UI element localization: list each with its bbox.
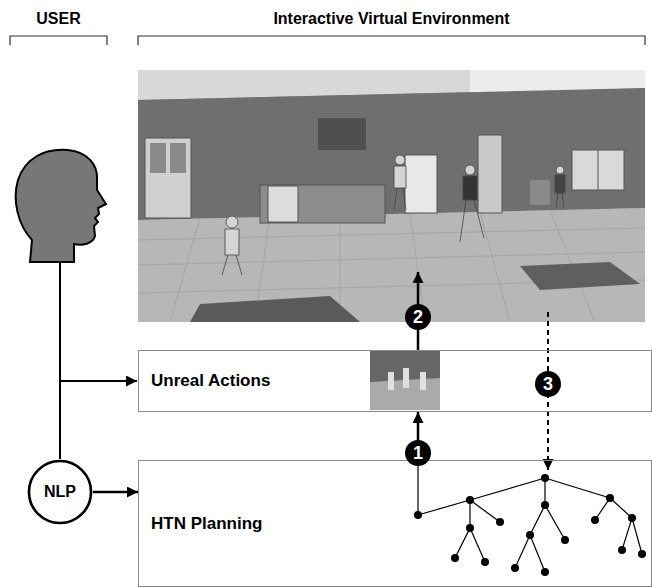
nlp-circle: NLP	[27, 459, 93, 525]
user-line	[59, 262, 61, 459]
scene-thumbnail	[370, 350, 440, 410]
connector-arrow	[93, 491, 138, 494]
planning-band: HTN Planning	[138, 460, 652, 587]
callout-number: 2	[405, 304, 431, 330]
callout-number: 3	[535, 371, 561, 397]
bracket	[138, 36, 645, 45]
column-heading: Interactive Virtual Environment	[138, 10, 645, 28]
callout-number: 1	[405, 440, 431, 466]
node-label: Unreal Actions	[151, 371, 270, 391]
user-arrow	[60, 380, 137, 382]
htn-tree	[418, 460, 642, 572]
node-label: HTN Planning	[151, 514, 262, 534]
action-band: Unreal Actions	[138, 350, 652, 412]
circle-shape	[29, 461, 91, 523]
column-heading: USER	[10, 10, 107, 28]
htn-tree-nodes	[414, 474, 646, 576]
bracket	[10, 36, 107, 45]
virtual-environment-screenshot	[138, 70, 645, 322]
node-label: NLP	[44, 483, 76, 501]
user-head	[16, 150, 106, 262]
